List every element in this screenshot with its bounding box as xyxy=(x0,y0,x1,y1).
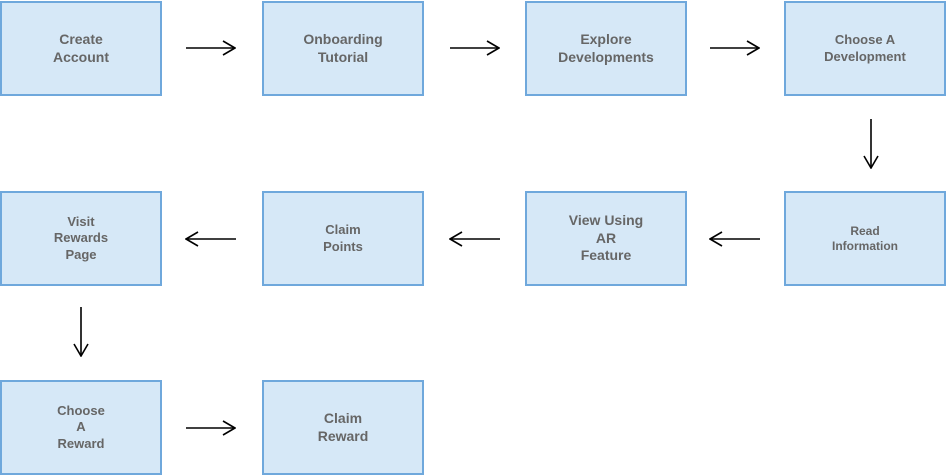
step-claim-points: Claim Points xyxy=(262,191,424,286)
step-view-using-ar-feature: View Using AR Feature xyxy=(525,191,687,286)
step-create-account: Create Account xyxy=(0,1,162,96)
step-choose-a-reward: Choose A Reward xyxy=(0,380,162,475)
step-explore-developments: Explore Developments xyxy=(525,1,687,96)
step-visit-rewards-page: Visit Rewards Page xyxy=(0,191,162,286)
step-read-information: Read Information xyxy=(784,191,946,286)
step-choose-a-development: Choose A Development xyxy=(784,1,946,96)
step-onboarding-tutorial: Onboarding Tutorial xyxy=(262,1,424,96)
step-claim-reward: Claim Reward xyxy=(262,380,424,475)
